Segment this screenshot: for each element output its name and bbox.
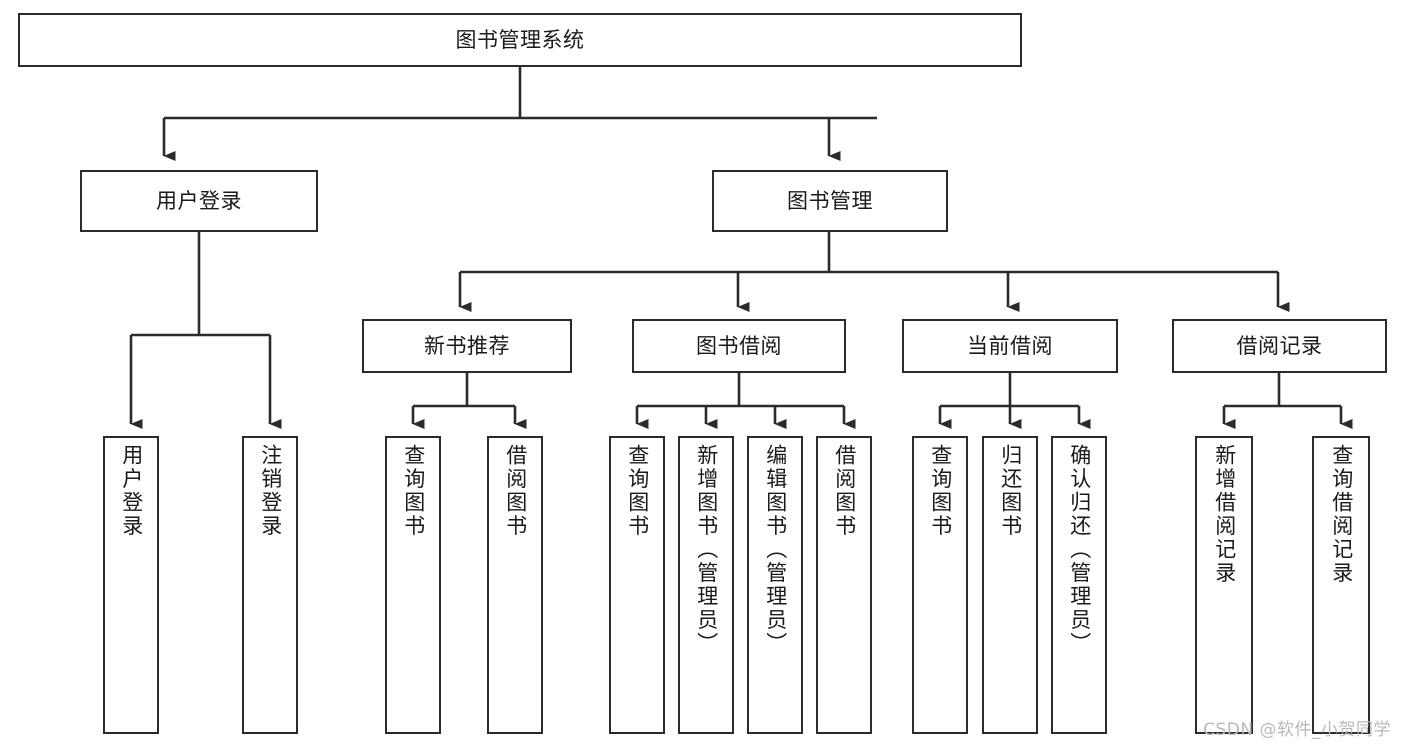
node-book-borrow[interactable]: 图书借阅 bbox=[632, 319, 846, 373]
node-borrow-record[interactable]: 借阅记录 bbox=[1172, 319, 1387, 373]
csdn-watermark: CSDN @软件_小贺同学 bbox=[1203, 720, 1391, 740]
node-current-borrow[interactable]: 当前借阅 bbox=[902, 319, 1118, 373]
node-leaf-edit-book[interactable]: 编辑图书（管理员） bbox=[747, 436, 803, 734]
node-leaf-query-record[interactable]: 查询借阅记录 bbox=[1312, 436, 1370, 734]
node-leaf-query-book-rec[interactable]: 查询图书 bbox=[385, 436, 441, 734]
node-leaf-return-book[interactable]: 归还图书 bbox=[982, 436, 1038, 734]
node-leaf-edit-book-label: 编辑图书（管理员） bbox=[763, 444, 788, 656]
node-user-login-label: 用户登录 bbox=[156, 188, 242, 213]
node-new-book-recommend-label: 新书推荐 bbox=[424, 333, 510, 358]
node-leaf-add-book[interactable]: 新增图书（管理员） bbox=[678, 436, 734, 734]
node-leaf-query-record-label: 查询借阅记录 bbox=[1329, 444, 1354, 585]
node-leaf-query-book-rec-label: 查询图书 bbox=[401, 444, 426, 538]
node-leaf-borrow-book-rec[interactable]: 借阅图书 bbox=[487, 436, 543, 734]
node-leaf-borrow-book-label: 借阅图书 bbox=[832, 444, 857, 538]
node-root-label: 图书管理系统 bbox=[455, 27, 585, 52]
node-leaf-borrow-book-rec-label: 借阅图书 bbox=[503, 444, 528, 538]
node-book-manage[interactable]: 图书管理 bbox=[712, 170, 948, 232]
node-leaf-logout-label: 注销登录 bbox=[258, 444, 283, 538]
node-leaf-logout[interactable]: 注销登录 bbox=[242, 436, 298, 734]
node-leaf-borrow-book[interactable]: 借阅图书 bbox=[816, 436, 872, 734]
node-leaf-confirm-return-label: 确认归还（管理员） bbox=[1067, 444, 1092, 656]
node-leaf-add-book-label: 新增图书（管理员） bbox=[694, 444, 719, 656]
node-book-manage-label: 图书管理 bbox=[787, 188, 873, 213]
node-leaf-confirm-return[interactable]: 确认归还（管理员） bbox=[1051, 436, 1107, 734]
node-leaf-return-book-label: 归还图书 bbox=[998, 444, 1023, 538]
node-leaf-query-book-borrow-label: 查询图书 bbox=[625, 444, 650, 538]
node-leaf-add-record[interactable]: 新增借阅记录 bbox=[1195, 436, 1253, 734]
node-leaf-query-book-borrow[interactable]: 查询图书 bbox=[609, 436, 665, 734]
node-leaf-add-record-label: 新增借阅记录 bbox=[1212, 444, 1237, 585]
node-root[interactable]: 图书管理系统 bbox=[18, 13, 1022, 67]
node-leaf-query-book-current-label: 查询图书 bbox=[928, 444, 953, 538]
node-borrow-record-label: 借阅记录 bbox=[1236, 333, 1323, 358]
node-leaf-query-book-current[interactable]: 查询图书 bbox=[912, 436, 968, 734]
node-new-book-recommend[interactable]: 新书推荐 bbox=[362, 319, 572, 373]
node-current-borrow-label: 当前借阅 bbox=[967, 333, 1053, 358]
node-leaf-user-login-label: 用户登录 bbox=[119, 444, 144, 538]
node-book-borrow-label: 图书借阅 bbox=[696, 333, 782, 358]
node-leaf-user-login[interactable]: 用户登录 bbox=[103, 436, 159, 734]
node-user-login[interactable]: 用户登录 bbox=[80, 170, 318, 232]
